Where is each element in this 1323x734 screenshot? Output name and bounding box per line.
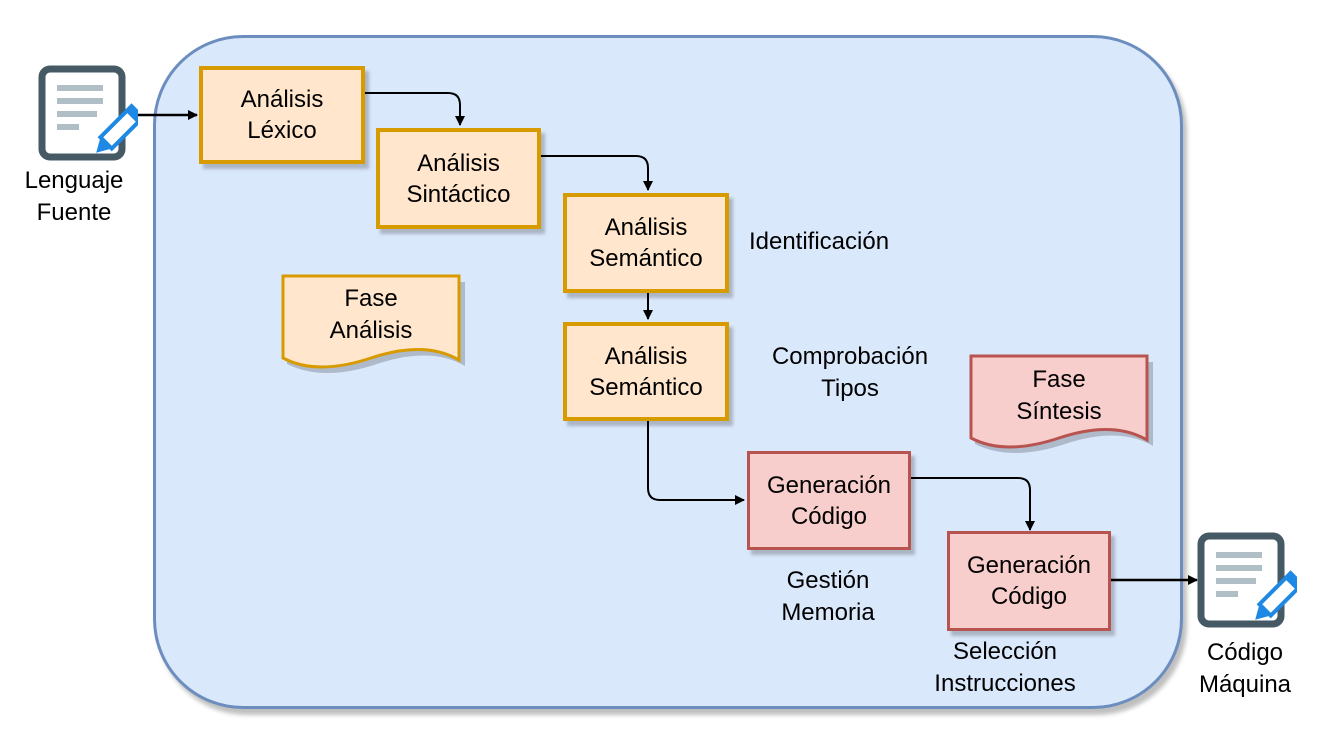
annotation-comprobacion-tipos: Comprobación Tipos <box>771 343 929 402</box>
annotation-identificacion: Identificación <box>748 228 890 255</box>
box-generacion-codigo-1: Generación Código <box>747 451 911 550</box>
document-edit-icon <box>1197 532 1297 628</box>
box-analisis-lexico: Análisis Léxico <box>199 66 365 164</box>
document-edit-icon <box>38 65 138 161</box>
phase-analisis-label: Fase Análisis <box>329 285 413 344</box>
box-analisis-semantico-1: Análisis Semántico <box>563 193 729 293</box>
phase-sintesis-label: Fase Síntesis <box>1016 366 1102 425</box>
box-analisis-semantico-2: Análisis Semántico <box>563 322 729 421</box>
phase-analisis-note: Fase Análisis <box>281 274 465 374</box>
target-label: Código Máquina <box>1198 639 1292 698</box>
phase-sintesis-note: Fase Síntesis <box>969 354 1153 454</box>
box-analisis-sintactico: Análisis Sintáctico <box>376 128 541 229</box>
box-generacion-codigo-2: Generación Código <box>947 531 1111 631</box>
annotation-seleccion-instrucciones: Selección Instrucciones <box>934 638 1076 697</box>
annotation-gestion-memoria: Gestión Memoria <box>781 567 875 626</box>
source-label: Lenguaje Fuente <box>24 167 124 226</box>
